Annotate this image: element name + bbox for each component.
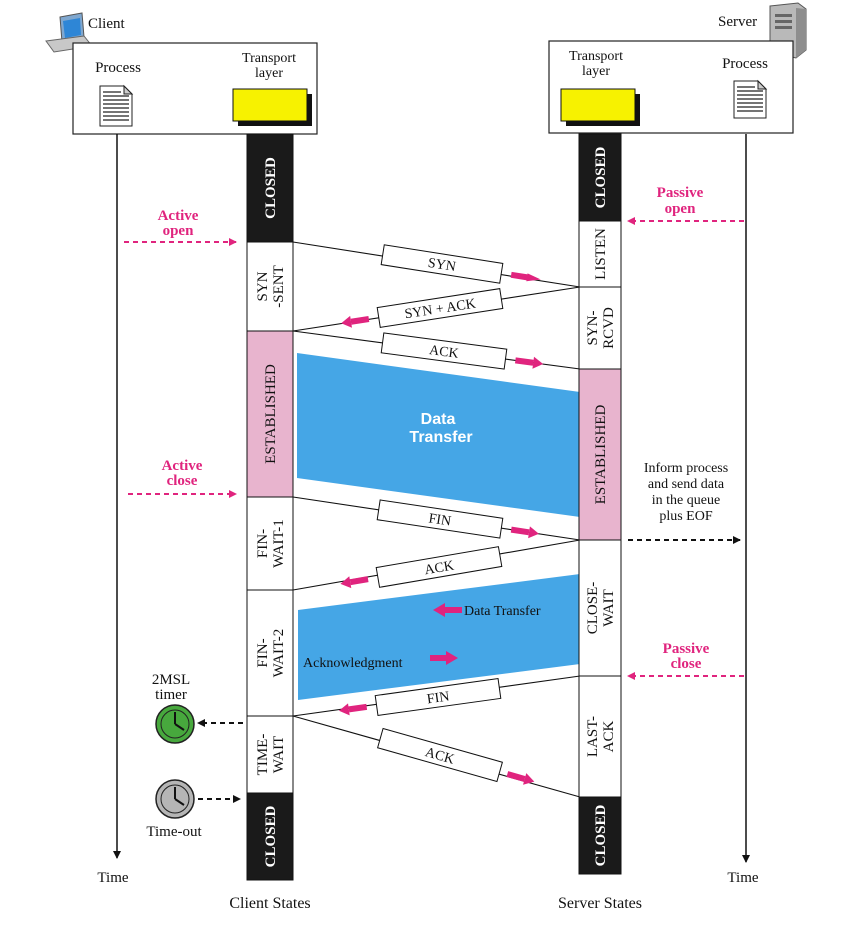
client-states-caption: Client States <box>229 895 310 912</box>
server-state-established: ESTABLISHED <box>578 368 622 541</box>
msl-timer-label-2: timer <box>155 687 187 703</box>
svg-text:Inform process: Inform process <box>644 461 728 476</box>
server-state-label: LAST- <box>585 716 601 757</box>
server-state-close-wait: CLOSE-WAIT <box>578 539 622 677</box>
svg-text:FIN: FIN <box>426 690 450 708</box>
server-state-label: LISTEN <box>593 228 609 280</box>
segment-fin-1: FIN <box>376 499 539 539</box>
server-state-label: CLOSED <box>593 804 609 866</box>
server-time-label: Time <box>727 870 758 886</box>
server-state-label: CLOSED <box>593 146 609 208</box>
server-states-caption: Server States <box>558 895 642 912</box>
passive-open-event: Passive open <box>627 185 744 225</box>
server-state-listen: LISTEN <box>578 220 622 288</box>
passive-close-event: Passive close <box>627 641 744 680</box>
gray-clock-icon <box>155 779 195 819</box>
client-state-label: FIN- <box>255 529 271 558</box>
client-label: Client <box>88 16 125 32</box>
svg-text:open: open <box>665 201 697 217</box>
client-transport-label-2: layer <box>255 66 283 81</box>
server-state-label: ESTABLISHED <box>593 405 609 505</box>
client-transport-box <box>232 88 308 122</box>
client-transport-label-1: Transport <box>242 51 296 66</box>
client-state-column: CLOSEDSYN-SENTESTABLISHEDFIN-WAIT-1FIN-W… <box>246 133 294 881</box>
segment-fin-2: FIN <box>338 678 502 716</box>
segment-syn-ack: SYN + ACK <box>341 288 504 328</box>
server-state-last-ack: LAST-ACK <box>578 675 622 798</box>
half-close-ack-label: Acknowledgment <box>303 656 403 671</box>
client-state-closed: CLOSED <box>246 133 294 243</box>
client-process-doc-icon <box>99 84 134 127</box>
svg-text:Passive: Passive <box>657 185 704 201</box>
server-transport-label-2: layer <box>582 64 610 79</box>
svg-text:ACK: ACK <box>428 343 459 362</box>
svg-text:Active: Active <box>158 208 199 224</box>
svg-text:SYN: SYN <box>427 256 457 275</box>
server-state-column: CLOSED LISTEN SYN-RCVD ESTABLISHED CLOSE-WAI… <box>578 133 622 875</box>
client-time-label: Time <box>97 870 128 886</box>
timeout-label: Time-out <box>146 824 202 840</box>
svg-text:plus EOF: plus EOF <box>659 509 713 524</box>
client-state-label: ESTABLISHED <box>263 364 279 464</box>
server-process-doc-icon <box>733 79 768 119</box>
server-state-label: CLOSE- <box>585 582 601 635</box>
client-state-label: -SENT <box>271 265 287 308</box>
data-transfer-label-2: Transfer <box>409 429 472 446</box>
data-transfer-label-1: Data <box>421 411 456 428</box>
client-state-established: ESTABLISHED <box>246 330 294 498</box>
svg-text:open: open <box>163 223 195 239</box>
svg-text:FIN: FIN <box>428 511 453 529</box>
server-state-label: RCVD <box>601 307 617 349</box>
server-state-syn-rcvd: SYN-RCVD <box>578 286 622 370</box>
svg-text:in the queue: in the queue <box>652 493 720 508</box>
segment-ack-1: ACK <box>380 332 544 370</box>
inform-process-event: Inform process and send data in the queu… <box>628 461 741 544</box>
client-process-label: Process <box>95 60 141 76</box>
server-state-label: WAIT <box>601 589 617 627</box>
server-state-closed: CLOSED <box>578 796 622 875</box>
active-open-event: Active open <box>124 208 237 246</box>
client-state-fin-wait-1: FIN-WAIT-1 <box>246 496 294 591</box>
svg-text:ACK: ACK <box>423 559 455 579</box>
client-state-fin-wait-2: FIN-WAIT-2 <box>246 589 294 717</box>
client-state-closed: CLOSED <box>246 792 294 881</box>
svg-text:close: close <box>671 656 702 672</box>
data-transfer-area <box>297 353 580 517</box>
laptop-icon <box>45 12 93 53</box>
right-arrow-icon <box>430 651 458 665</box>
server-transport-label-1: Transport <box>569 49 623 64</box>
client-state-label: TIME- <box>255 734 271 776</box>
active-close-event: Active close <box>128 458 237 498</box>
client-state-label: CLOSED <box>263 157 279 219</box>
server-process-label: Process <box>722 56 768 72</box>
segment-syn: SYN <box>380 244 541 284</box>
client-state-label: FIN- <box>255 638 271 667</box>
svg-text:close: close <box>167 473 198 489</box>
half-close-area <box>298 574 580 700</box>
svg-text:Active: Active <box>162 458 203 474</box>
server-state-label: ACK <box>601 720 617 752</box>
green-clock-icon <box>155 704 195 744</box>
client-state-time-wait: TIME-WAIT <box>246 715 294 794</box>
client-state-label: SYN <box>255 271 271 301</box>
client-state-label: WAIT <box>271 736 287 774</box>
left-arrow-icon <box>433 603 462 617</box>
client-state-label: WAIT-1 <box>271 519 287 568</box>
svg-text:Passive: Passive <box>663 641 710 657</box>
half-close-data-label: Data Transfer <box>464 604 541 619</box>
svg-text:and send data: and send data <box>648 477 725 492</box>
server-state-label: SYN- <box>585 310 601 345</box>
msl-timer-label-1: 2MSL <box>152 672 190 688</box>
server-label: Server <box>718 14 757 30</box>
segment-ack-2: ACK <box>340 546 503 589</box>
segment-ack-3: ACK <box>377 727 535 785</box>
server-transport-box <box>560 88 636 122</box>
client-state-syn-sent: SYN-SENT <box>246 241 294 332</box>
client-state-label: CLOSED <box>263 805 279 867</box>
client-state-label: WAIT-2 <box>271 629 287 678</box>
server-state-closed: CLOSED <box>578 133 622 222</box>
